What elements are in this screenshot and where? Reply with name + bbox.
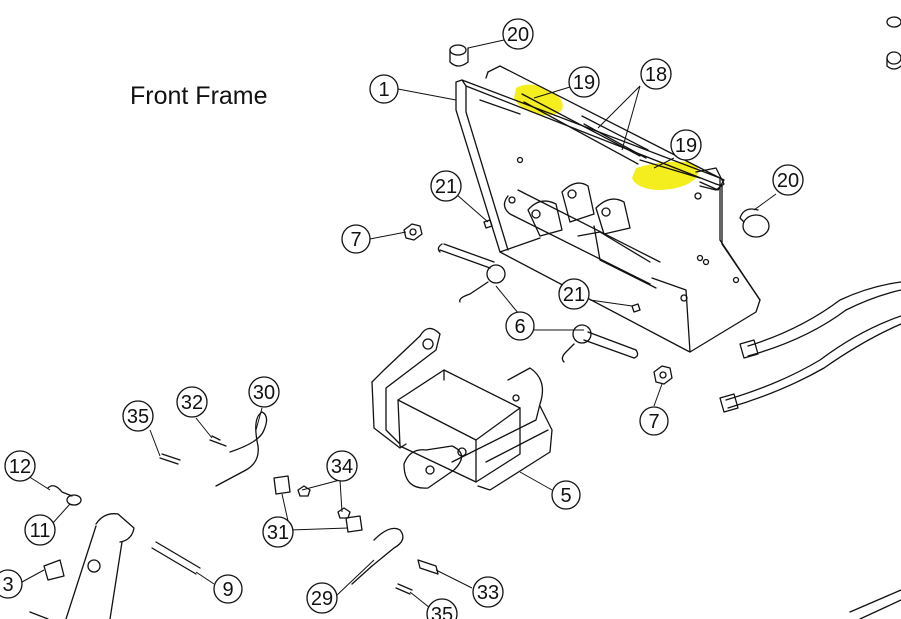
washer-right-top	[886, 16, 901, 70]
callout-label: 34	[331, 456, 353, 478]
callout-3	[0, 569, 23, 599]
pin-part-9	[151, 541, 201, 575]
callout-label: 7	[648, 411, 659, 433]
knob-part-3	[43, 559, 65, 581]
callout-30	[248, 376, 280, 408]
highlight-marker-right	[632, 161, 699, 190]
callout-1	[369, 74, 399, 104]
callout-18	[640, 58, 672, 90]
callout-19-right	[670, 129, 702, 161]
callout-label: 19	[573, 72, 595, 94]
callout-label: 21	[563, 284, 585, 306]
pin-part-35-left	[159, 453, 181, 465]
callout-label: 7	[350, 229, 361, 251]
callout-31	[262, 516, 294, 548]
pin-part-6-lower	[561, 324, 639, 363]
fitting-part-21-left	[483, 219, 493, 229]
screw-part-33	[417, 559, 439, 575]
callout-35-bottom	[426, 598, 458, 619]
callout-label: 21	[435, 176, 457, 198]
nut-part-7-right	[653, 365, 673, 385]
callout-label: 30	[253, 382, 275, 404]
callout-label: 20	[777, 170, 799, 192]
callout-label: 3	[2, 574, 13, 596]
callout-9	[213, 574, 243, 604]
callout-29	[306, 582, 338, 614]
cotter-part-12	[47, 485, 73, 497]
bushing-part-20-right	[739, 208, 770, 238]
front-frame-plate	[455, 65, 761, 353]
callout-label: 18	[645, 64, 667, 86]
bushing-part-20-top	[449, 44, 469, 67]
callout-label: 6	[514, 316, 525, 338]
nut-part-7-left	[403, 223, 423, 241]
callout-label: 1	[378, 79, 389, 101]
callout-5	[551, 480, 581, 510]
washer-part-11	[66, 494, 82, 506]
callout-11	[24, 514, 56, 546]
callout-20-right	[772, 164, 804, 196]
callout-20-top	[502, 18, 534, 50]
diagram-title: Front Frame	[130, 82, 268, 110]
callout-label: 20	[507, 24, 529, 46]
callout-label: 29	[311, 588, 333, 610]
callout-circles	[0, 18, 804, 619]
callout-35-left	[122, 400, 154, 432]
callout-label: 32	[181, 392, 203, 414]
callout-label: 11	[30, 520, 51, 542]
callout-label: 9	[222, 579, 233, 601]
frame-corner-bottom-right	[849, 589, 901, 619]
callout-19-top	[568, 66, 600, 98]
callout-label: 12	[9, 456, 31, 478]
clip-part-31	[273, 475, 363, 533]
leader-lines	[21, 39, 777, 609]
callout-6	[505, 311, 535, 341]
callout-21-top	[430, 170, 462, 202]
jack-stand	[29, 513, 135, 619]
callout-12	[4, 450, 36, 482]
callout-7-left	[341, 224, 371, 254]
pin-part-35-bottom	[395, 583, 413, 595]
screw-part-32	[209, 435, 227, 447]
callout-34	[326, 450, 358, 482]
hydraulic-hoses	[719, 281, 901, 413]
callout-label: 35	[431, 604, 453, 619]
callout-labels: 1 3 5 6 7 7 9 11 12 18 19 19 20 20 21 21…	[2, 24, 799, 619]
callout-33	[472, 576, 504, 608]
callout-label: 31	[267, 522, 289, 544]
pin-part-6-upper	[437, 243, 506, 303]
fitting-part-21-right	[631, 303, 641, 313]
spring-part-30	[215, 411, 268, 487]
callout-label: 33	[477, 582, 499, 604]
highlight-marker-top	[514, 84, 563, 116]
callout-32	[176, 386, 208, 418]
hitch-receiver-part-5	[371, 327, 553, 491]
callout-label: 35	[127, 406, 149, 428]
nut-part-34	[297, 485, 351, 519]
callout-21-right	[558, 278, 590, 310]
callout-label: 19	[675, 135, 697, 157]
spring-part-29	[351, 527, 404, 585]
callout-7-right	[639, 406, 669, 436]
callout-label: 5	[560, 485, 571, 507]
